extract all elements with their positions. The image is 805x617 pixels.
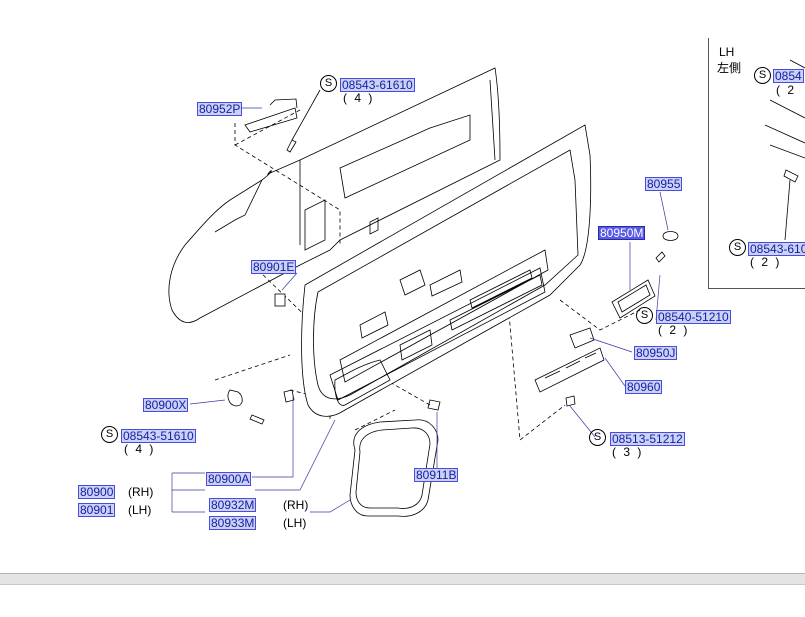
- inset-lh-frame: [708, 38, 805, 289]
- door-shell-window: [339, 114, 471, 199]
- variant-rh-80932m: (RH): [283, 498, 309, 512]
- part-link-80950m[interactable]: 80950M: [598, 226, 646, 240]
- door-pocket: [334, 359, 391, 406]
- screw-symbol: S: [101, 426, 118, 443]
- inset-leader: [784, 179, 791, 241]
- inset-title: LH: [719, 45, 735, 59]
- inset-lines: [764, 59, 805, 159]
- inset-qty-1: ( 2: [776, 83, 797, 97]
- part-link-80901[interactable]: 80901: [78, 503, 116, 517]
- part-link-80933m[interactable]: 80933M: [209, 516, 257, 530]
- part-link-80900[interactable]: 80900: [78, 485, 116, 499]
- map-pocket: [349, 419, 439, 517]
- switch-panel-buttons: [544, 352, 597, 379]
- part-link-08513-51212[interactable]: 08513-51212: [610, 432, 685, 446]
- switch-slot: [359, 311, 433, 361]
- door-shell-ridge: [299, 79, 496, 245]
- part-link-80911b[interactable]: 80911B: [414, 468, 459, 482]
- variant-lh-80933m: (LH): [283, 516, 307, 530]
- variant-rh-80900: (RH): [128, 485, 154, 499]
- screw-symbol: S: [754, 67, 771, 84]
- part-link-80952p[interactable]: 80952P: [197, 102, 243, 116]
- part-link-80960[interactable]: 80960: [625, 380, 663, 394]
- armrest: [339, 249, 549, 383]
- trim-panel: [301, 124, 592, 417]
- switch-housing: [611, 279, 656, 319]
- screw-symbol: S: [729, 239, 746, 256]
- map-pocket-inner: [355, 427, 431, 509]
- qty-bottom: ( 3 ): [612, 445, 644, 459]
- inset-subtitle: 左側: [717, 61, 742, 75]
- inset-screw: [783, 169, 799, 183]
- door-shell: [168, 67, 501, 323]
- part-link-08543-61610[interactable]: 08543-61610: [340, 78, 415, 92]
- screw-symbol: S: [636, 307, 653, 324]
- screw-bottom-right: [565, 395, 576, 407]
- switch-80950j: [569, 327, 595, 349]
- screw-left: [249, 414, 265, 425]
- part-link-80900x[interactable]: 80900X: [143, 398, 189, 412]
- clip-80900x: [227, 389, 243, 407]
- qty-left: ( 4 ): [124, 442, 156, 456]
- qty-right: ( 2 ): [658, 323, 690, 337]
- part-link-08540-51210[interactable]: 08540-51210: [656, 310, 731, 324]
- leader-lines: [171, 107, 669, 513]
- door-shell-bracket: [304, 199, 379, 251]
- trim-panel-inner: [313, 149, 579, 400]
- cap-80955: [662, 231, 679, 241]
- variant-lh-80901: (LH): [128, 503, 152, 517]
- bracket-80952p: [244, 98, 298, 133]
- screw-symbol: S: [589, 429, 606, 446]
- part-link-08543-51610[interactable]: 08543-51610: [121, 429, 196, 443]
- screw-80911b: [427, 399, 441, 411]
- inset-qty-2: ( 2 ): [750, 255, 782, 269]
- switch-panel-80960: [534, 347, 605, 393]
- part-link-80932m[interactable]: 80932M: [209, 498, 257, 512]
- screw-symbol: S: [320, 75, 337, 92]
- screw-right: [655, 251, 666, 263]
- leader-top: [291, 89, 321, 141]
- part-link-80950j[interactable]: 80950J: [634, 346, 678, 360]
- part-link-80955[interactable]: 80955: [645, 177, 683, 191]
- switch-housing-inner: [617, 284, 651, 313]
- part-link-80901e[interactable]: 80901E: [251, 260, 297, 274]
- part-link-inset-screw-1[interactable]: 0854: [773, 69, 804, 83]
- part-link-inset-screw-2[interactable]: 08543-610: [748, 242, 805, 256]
- panel-strip: [449, 269, 543, 331]
- part-link-80900a[interactable]: 80900A: [206, 472, 252, 486]
- screw-top: [286, 139, 297, 153]
- horizontal-scrollbar[interactable]: [0, 573, 805, 585]
- qty-top: ( 4 ): [343, 91, 375, 105]
- screw-mid: [283, 389, 295, 403]
- door-shell-inner-edge: [214, 179, 263, 233]
- handle-recess: [399, 269, 463, 297]
- clip: [274, 293, 286, 307]
